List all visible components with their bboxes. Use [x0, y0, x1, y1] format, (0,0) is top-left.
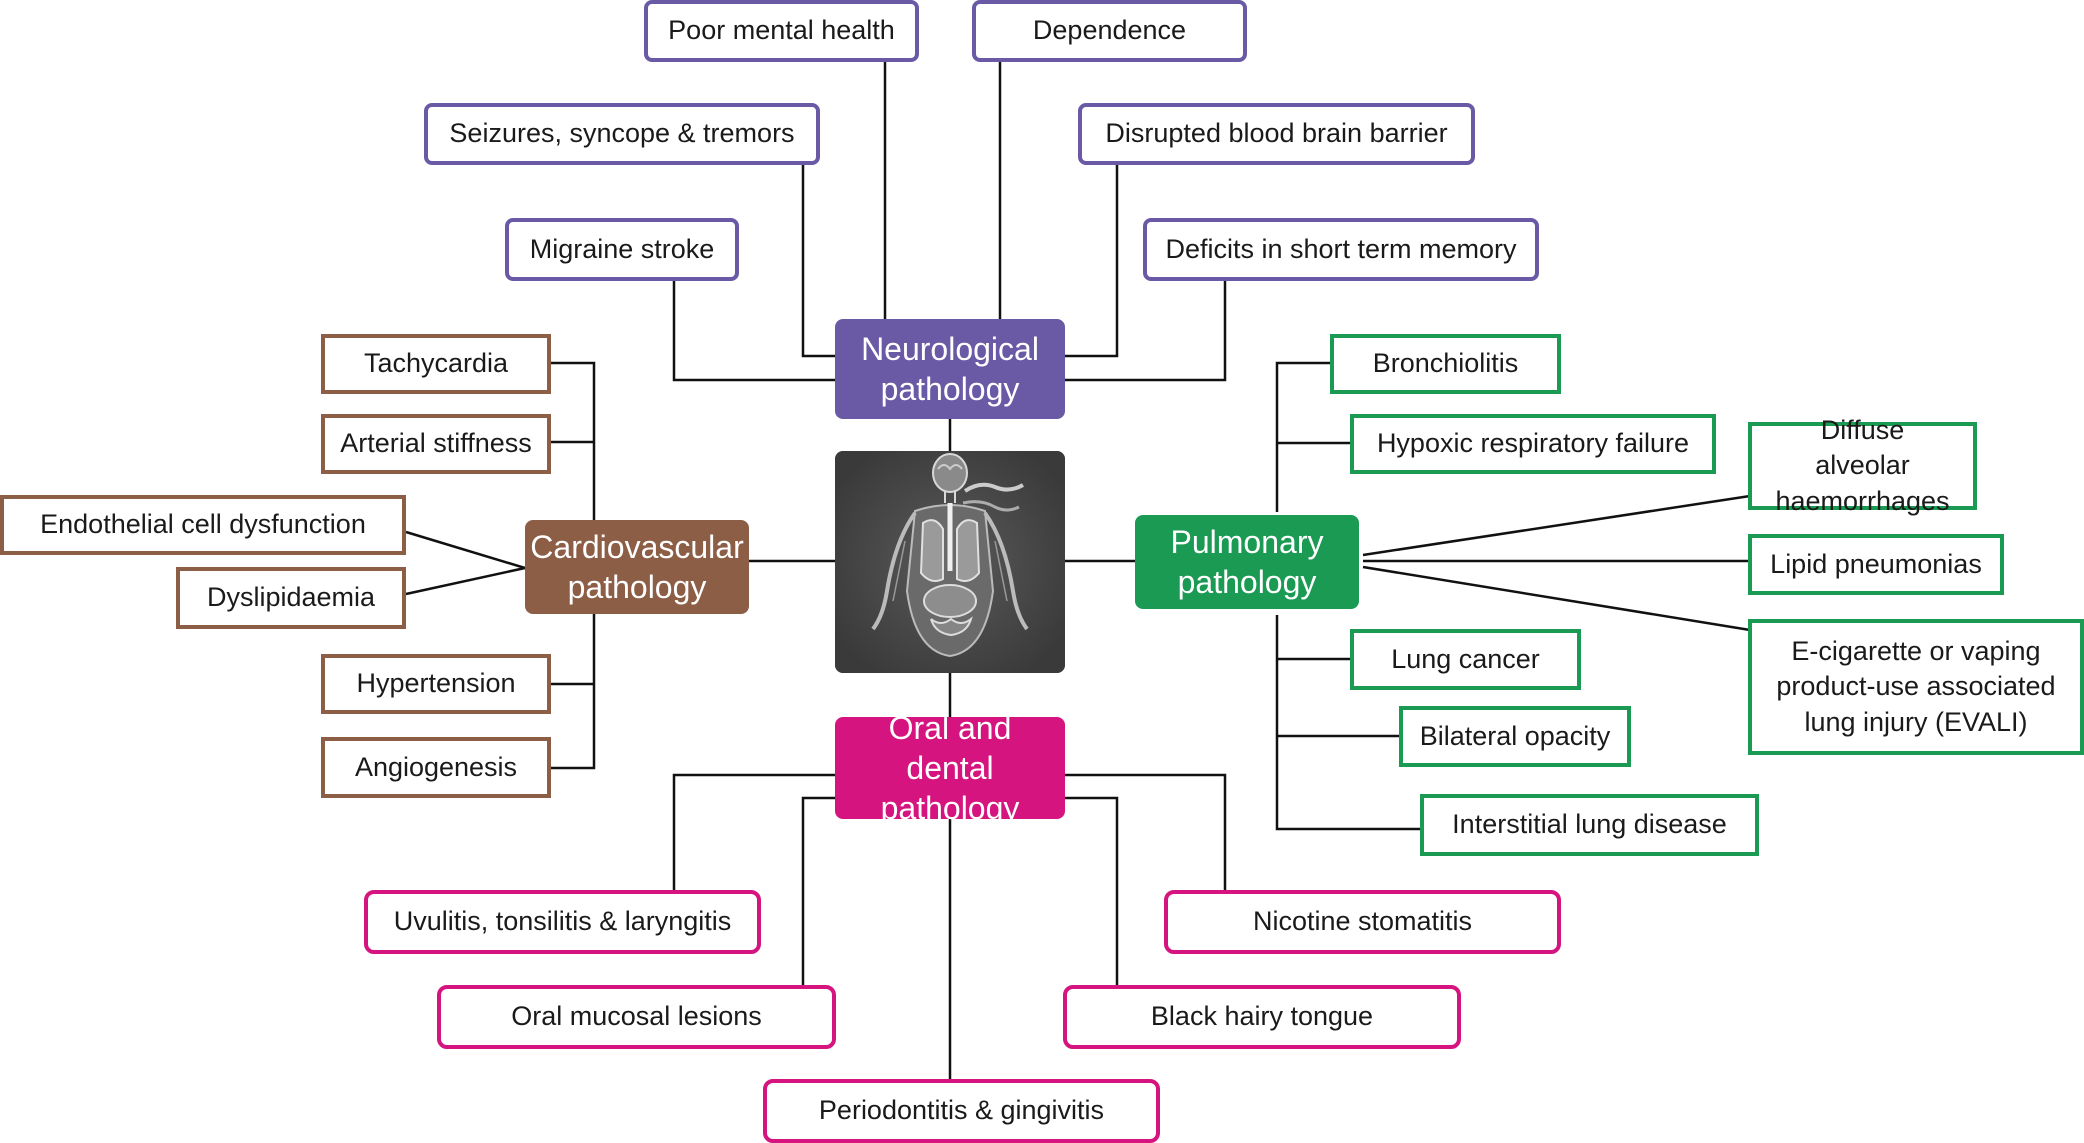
node-nicotine-stomatitis: Nicotine stomatitis	[1164, 890, 1561, 954]
node-black-hairy-tongue: Black hairy tongue	[1063, 985, 1461, 1049]
node-hypoxic-respiratory-failure: Hypoxic respiratory failure	[1350, 414, 1716, 474]
connector-migraine	[672, 281, 835, 382]
node-bilateral-opacity: Bilateral opacity	[1399, 706, 1631, 767]
node-disrupted-blood-brain-barrier: Disrupted blood brain barrier	[1078, 103, 1475, 165]
connector-oral-mucosal	[801, 796, 835, 986]
node-arterial-stiffness: Arterial stiffness	[321, 414, 551, 474]
connector-seizures	[801, 165, 835, 358]
node-migraine-stroke: Migraine stroke	[505, 218, 739, 281]
connector-disrupted-bbb	[1065, 165, 1119, 358]
node-periodontitis-gingivitis: Periodontitis & gingivitis	[763, 1079, 1160, 1143]
node-lung-cancer: Lung cancer	[1350, 629, 1581, 690]
connector-cardio-trunk-bottom	[551, 613, 596, 770]
node-tachycardia: Tachycardia	[321, 334, 551, 394]
node-deficits-short-term-memory: Deficits in short term memory	[1143, 218, 1539, 281]
cardiovascular-pathology-hub: Cardiovascular pathology	[525, 520, 749, 614]
node-evali: E-cigarette or vaping product-use associ…	[1748, 619, 2084, 755]
human-body-anatomy-with-vapour-icon	[835, 451, 1065, 673]
connector-cardio-trunk-top	[551, 361, 596, 521]
node-bronchiolitis: Bronchiolitis	[1330, 334, 1561, 394]
node-angiogenesis: Angiogenesis	[321, 737, 551, 798]
node-poor-mental-health: Poor mental health	[644, 0, 919, 62]
node-endothelial-cell-dysfunction: Endothelial cell dysfunction	[0, 495, 406, 555]
node-oral-mucosal-lesions: Oral mucosal lesions	[437, 985, 836, 1049]
connector-uvulitis	[672, 773, 835, 890]
connector-black-hairy	[1065, 796, 1119, 986]
node-seizures-syncope-tremors: Seizures, syncope & tremors	[424, 103, 820, 165]
connector-nicotine	[1065, 773, 1227, 890]
node-diffuse-alveolar-haemorrhages: Diffuse alveolar haemorrhages	[1748, 415, 1977, 516]
node-interstitial-lung-disease: Interstitial lung disease	[1420, 794, 1759, 856]
node-dyslipidaemia: Dyslipidaemia	[176, 567, 406, 629]
connector-deficits-memory	[1065, 281, 1227, 382]
connector-pulm-trunk-bottom	[1275, 615, 1422, 831]
connector-dyslipidaemia	[405, 566, 526, 596]
pulmonary-pathology-hub: Pulmonary pathology	[1135, 515, 1359, 609]
connector-evali	[1362, 565, 1751, 632]
connector-pulm-trunk-top	[1275, 361, 1333, 512]
neurological-pathology-hub: Neurological pathology	[835, 319, 1065, 419]
node-uvulitis-tonsilitis-laryngitis: Uvulitis, tonsilitis & laryngitis	[364, 890, 761, 954]
node-hypertension: Hypertension	[321, 654, 551, 714]
oral-dental-pathology-hub: Oral and dental pathology	[835, 710, 1065, 826]
connector-diffuse	[1362, 494, 1751, 557]
node-lipid-pneumonias: Lipid pneumonias	[1748, 534, 2004, 595]
node-dependence: Dependence	[972, 0, 1247, 62]
connector-endothelial	[405, 530, 526, 570]
